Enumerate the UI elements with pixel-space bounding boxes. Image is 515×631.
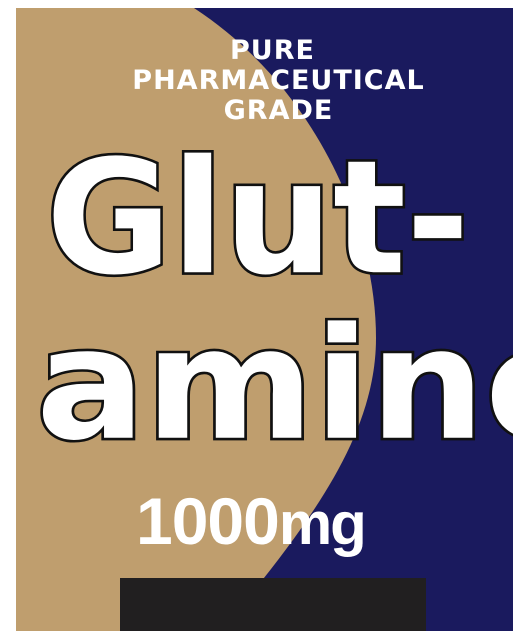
tagline-line-3: GRADE [223,95,334,126]
tagline-line-2: PHARMACEUTICAL [132,65,425,96]
dose-text: 1000mg [136,484,367,559]
dose-unit: mg [278,490,367,557]
product-name-line-1: Glut- [43,127,472,311]
tan-background-shape [16,8,376,631]
product-label: PURE PHARMACEUTICAL GRADE Glut- amine 10… [16,8,513,631]
black-band [120,578,426,631]
tan-curve [16,8,376,631]
dose-number: 1000 [136,484,280,558]
product-name-line-2: amine [33,295,513,475]
tagline-line-1: PURE [230,35,315,66]
